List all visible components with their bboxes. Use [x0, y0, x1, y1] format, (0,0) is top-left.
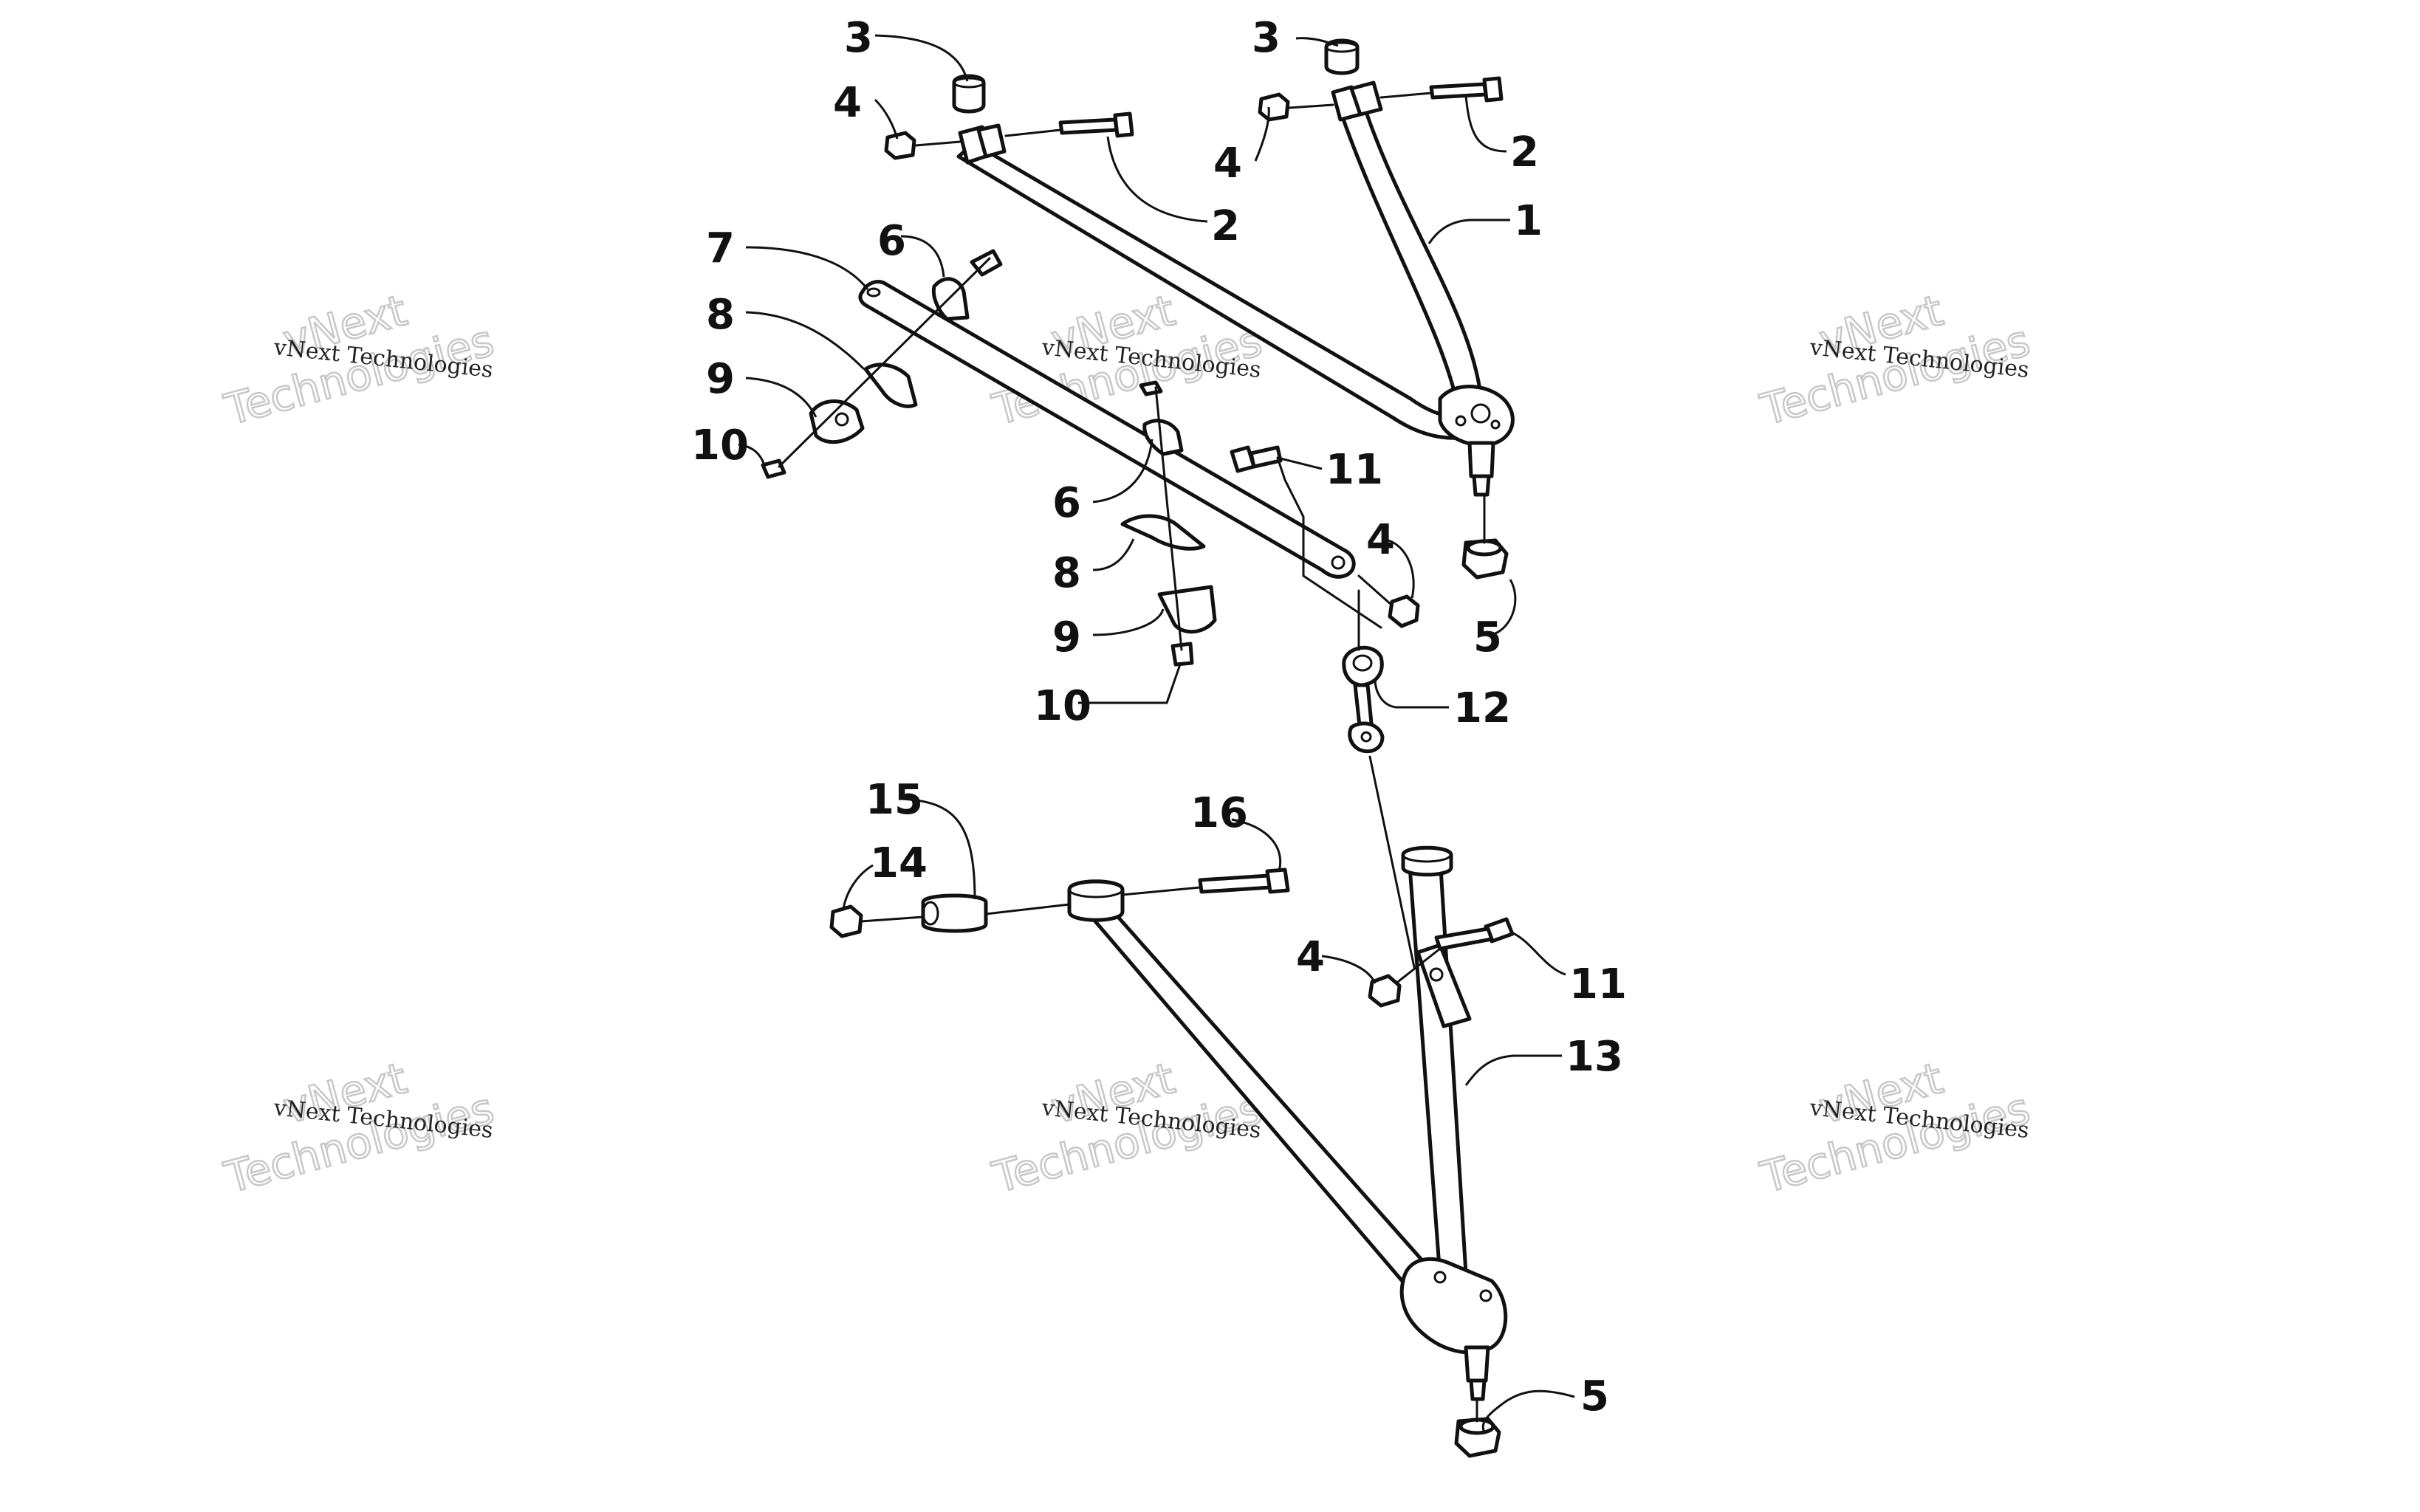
sway-bar-clamp-left [761, 249, 1003, 479]
nut-upper-right [1258, 92, 1290, 122]
bolt-upper-left [1058, 111, 1134, 138]
upper-a-arm [956, 80, 1515, 497]
callout-3-left: 3 [844, 14, 873, 62]
callout-5-upper: 5 [1473, 614, 1502, 662]
callout-8-lower: 8 [1052, 549, 1081, 597]
bolt-upper-right [1429, 76, 1504, 103]
callout-13: 13 [1566, 1033, 1623, 1081]
bolt-16 [1198, 867, 1290, 894]
callout-9-lower: 9 [1052, 614, 1081, 662]
bushing-left [952, 74, 986, 114]
bolt-11-lower [1387, 917, 1515, 991]
callout-2-left: 2 [1211, 202, 1240, 250]
nut-middle [1388, 594, 1420, 628]
nut-lower [1368, 974, 1402, 1008]
castle-nut-upper [1461, 493, 1509, 580]
callout-4-upper-left: 4 [833, 79, 862, 127]
end-link [1342, 589, 1416, 969]
callout-4-middle: 4 [1366, 516, 1395, 564]
callout-4-upper-right: 4 [1213, 140, 1242, 188]
callout-9-upper: 9 [706, 355, 735, 403]
bolt-11-upper [1230, 445, 1382, 629]
callout-16: 16 [1190, 789, 1248, 837]
nut-14 [829, 904, 863, 938]
bushing-right [1324, 38, 1360, 75]
leader-lines [738, 34, 1575, 1433]
callout-2-right: 2 [1510, 128, 1539, 176]
callout-10-upper: 10 [691, 422, 749, 470]
callout-5-lower: 5 [1580, 1372, 1609, 1420]
callout-11-lower: 11 [1569, 961, 1627, 1008]
callout-14: 14 [870, 839, 928, 887]
callout-11-upper: 11 [1326, 446, 1383, 494]
nut-upper-left [884, 131, 916, 160]
callout-6-lower: 6 [1052, 479, 1081, 527]
callout-6-upper: 6 [877, 217, 906, 265]
callout-7: 7 [706, 224, 735, 272]
sway-bar [858, 280, 1356, 579]
callout-12: 12 [1453, 684, 1511, 732]
callout-10-lower: 10 [1034, 682, 1091, 730]
bushing-15 [921, 893, 988, 933]
castle-nut-lower [1454, 1398, 1501, 1458]
callout-4-lower: 4 [1296, 933, 1325, 981]
callout-15: 15 [865, 776, 923, 824]
callout-1: 1 [1514, 197, 1543, 245]
sway-bar-clamp-middle [1120, 380, 1217, 667]
callout-3-right: 3 [1252, 14, 1281, 62]
callout-8-upper: 8 [706, 291, 735, 339]
